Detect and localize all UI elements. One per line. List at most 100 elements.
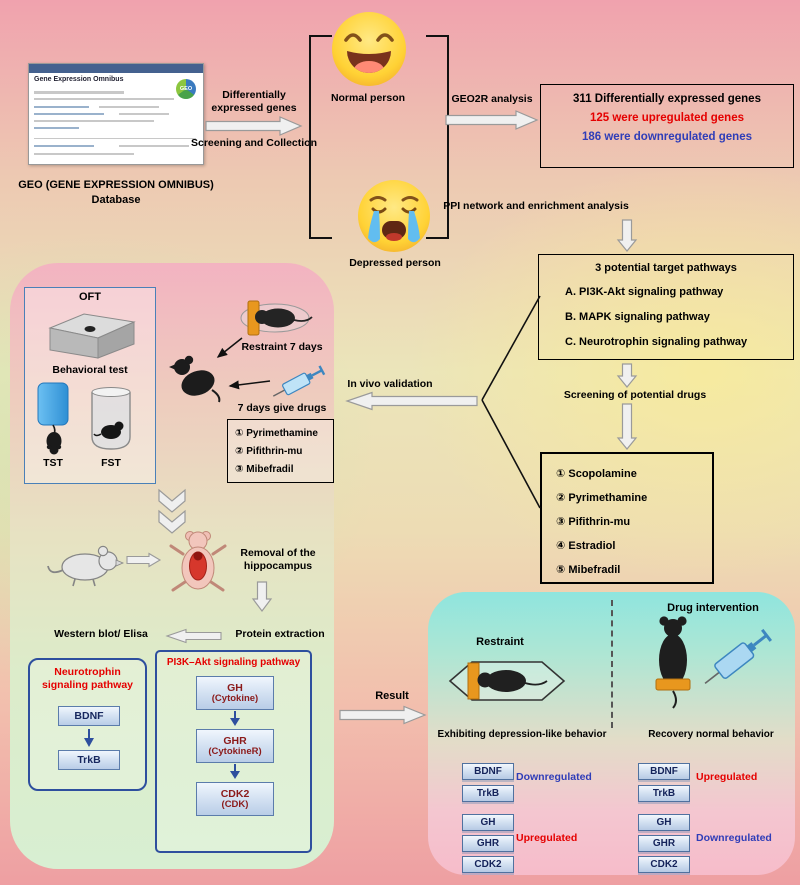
panel-divider: [611, 600, 613, 728]
treated-mouse-syringe-icon: [655, 616, 773, 709]
protein-bar: GHR: [638, 835, 690, 852]
mouse-icon: [47, 545, 125, 587]
protein-bar: GHR: [462, 835, 514, 852]
deg-total: 311 Differentially expressed genes: [573, 93, 761, 105]
protein-extraction-label: Protein extraction: [235, 628, 325, 640]
tst-label: TST: [43, 457, 63, 469]
arrow-restraint-to-mouse: [216, 337, 243, 358]
bracket-icon: [309, 35, 449, 239]
behavioral-test-label: Behavioral test: [52, 364, 128, 376]
right-arrow-icon: [445, 110, 539, 130]
open-field-apparatus-icon: [48, 313, 136, 359]
protein-bar: GH: [462, 814, 514, 831]
down-arrow-icon: [84, 729, 94, 747]
western-blot-label: Western blot/ Elisa: [54, 628, 148, 640]
ghr-sublabel: (CytokineR): [208, 745, 262, 757]
protein-bar: BDNF: [462, 763, 514, 780]
drug-item: ③ Pifithrin-mu: [556, 516, 631, 528]
target-pathways-box: 3 potential target pathways A. PI3K-Akt …: [538, 254, 794, 360]
deg-upregulated: 125 were upregulated genes: [589, 112, 745, 124]
dissected-mouse-icon: [169, 531, 227, 592]
deg-downregulated: 186 were downregulated genes: [581, 131, 752, 143]
restraint-7-days-label: Restraint 7 days: [241, 341, 323, 353]
removal-label-line1: Removal of the: [240, 547, 316, 559]
geo-logo-icon: GEO: [176, 79, 196, 99]
fst-label: FST: [101, 457, 121, 469]
down-arrow-icon: [616, 363, 638, 388]
protein-bar: TrkB: [638, 785, 690, 802]
thumb-text-line: [119, 145, 189, 147]
protein-bar: TrkB: [462, 785, 514, 802]
normal-person-label: Normal person: [330, 92, 406, 104]
gh-sublabel: (Cytokine): [211, 692, 259, 704]
protein-bar: GH: [638, 814, 690, 831]
pi3k-title: PI3K–Akt signaling pathway: [166, 657, 301, 668]
screening-drugs-label: Screening of potential drugs: [563, 389, 707, 401]
geo2r-label: GEO2R analysis: [451, 93, 533, 105]
right-arrow-icon: [339, 705, 427, 725]
status-upregulated: Upregulated: [696, 771, 758, 783]
screening-collection-label: Screening and Collection: [190, 137, 318, 149]
geo-caption-line2: Database: [91, 194, 141, 206]
status-downregulated: Downregulated: [696, 832, 772, 844]
thumb-text-line: [34, 106, 89, 108]
deg-arrow-label-line2: expressed genes: [211, 102, 297, 114]
geo-caption-line1: GEO (GENE EXPRESSION OMNIBUS): [18, 179, 214, 191]
drug-item: ① Pyrimethamine: [235, 428, 318, 439]
arrow-syringe-to-mouse: [228, 380, 271, 390]
depressed-person-label: Depressed person: [349, 257, 441, 269]
thumb-text-line: [34, 113, 104, 115]
drug-item: ② Pifithrin-mu: [235, 446, 303, 457]
protein-bar: CDK2: [638, 856, 690, 873]
neurotrophin-pathway-box: Neurotrophin signaling pathway BDNF TrkB: [28, 658, 147, 791]
deg-results-box: 311 Differentially expressed genes 125 w…: [540, 84, 794, 168]
cdk2-node: CDK2 (CDK): [196, 782, 274, 816]
syringe-icon: [272, 365, 326, 397]
double-chevron-down-icon: [158, 488, 186, 534]
down-arrow-icon: [616, 403, 638, 450]
left-arrow-icon: [345, 391, 478, 411]
oft-label: OFT: [79, 291, 101, 303]
gh-node: GH (Cytokine): [196, 676, 274, 710]
geo-site-header-bar: [29, 64, 203, 73]
behavioral-test-box: OFT Behavioral test TST FST: [24, 287, 156, 484]
drug-item: ④ Estradiol: [556, 540, 616, 552]
right-arrow-icon: [205, 116, 303, 136]
depression-behavior-caption: Exhibiting depression-like behavior: [437, 729, 607, 740]
removal-label-line2: hippocampus: [243, 560, 313, 572]
candidate-drugs-box: ① Scopolamine ② Pyrimethamine ③ Pifithri…: [540, 452, 714, 584]
brace-icon: [481, 295, 541, 509]
mouse-icon: [169, 355, 221, 403]
restraint-tube-mouse-icon: [240, 300, 313, 336]
pi3k-akt-pathway-box: PI3K–Akt signaling pathway GH (Cytokine)…: [155, 650, 312, 853]
drug-item: ③ Mibefradil: [235, 464, 294, 475]
restraint-title: Restraint: [476, 636, 524, 648]
thumb-text-line: [34, 98, 174, 100]
thumb-text-line: [34, 153, 134, 155]
ghr-label: GHR: [223, 734, 247, 747]
status-upregulated: Upregulated: [516, 832, 578, 844]
in-vivo-label: In vivo validation: [347, 378, 433, 390]
drug-intervention-title: Drug intervention: [667, 602, 759, 614]
restrained-mouse-icon: [448, 661, 566, 701]
give-drugs-label: 7 days give drugs: [237, 402, 327, 414]
down-arrow-icon: [251, 581, 273, 612]
deg-arrow-label-line1: Differentially: [222, 89, 286, 101]
thumb-text-line: [99, 106, 159, 108]
drug-item: ⑤ Mibefradil: [556, 564, 621, 576]
crying-emoji-icon: [358, 180, 430, 252]
pathway-item: B. MAPK signaling pathway: [565, 311, 710, 323]
protein-bar: BDNF: [638, 763, 690, 780]
drug-item: ① Scopolamine: [556, 468, 637, 480]
protein-bar: CDK2: [462, 856, 514, 873]
trkb-node: TrkB: [58, 750, 120, 770]
down-arrow-icon: [230, 711, 240, 726]
thumb-text-line: [34, 120, 154, 122]
thumb-text-line: [34, 127, 79, 129]
thumb-divider: [34, 138, 196, 139]
down-arrow-icon: [616, 219, 638, 252]
laughing-emoji-icon: [332, 12, 406, 86]
gh-label: GH: [227, 681, 243, 694]
bdnf-node: BDNF: [58, 706, 120, 726]
